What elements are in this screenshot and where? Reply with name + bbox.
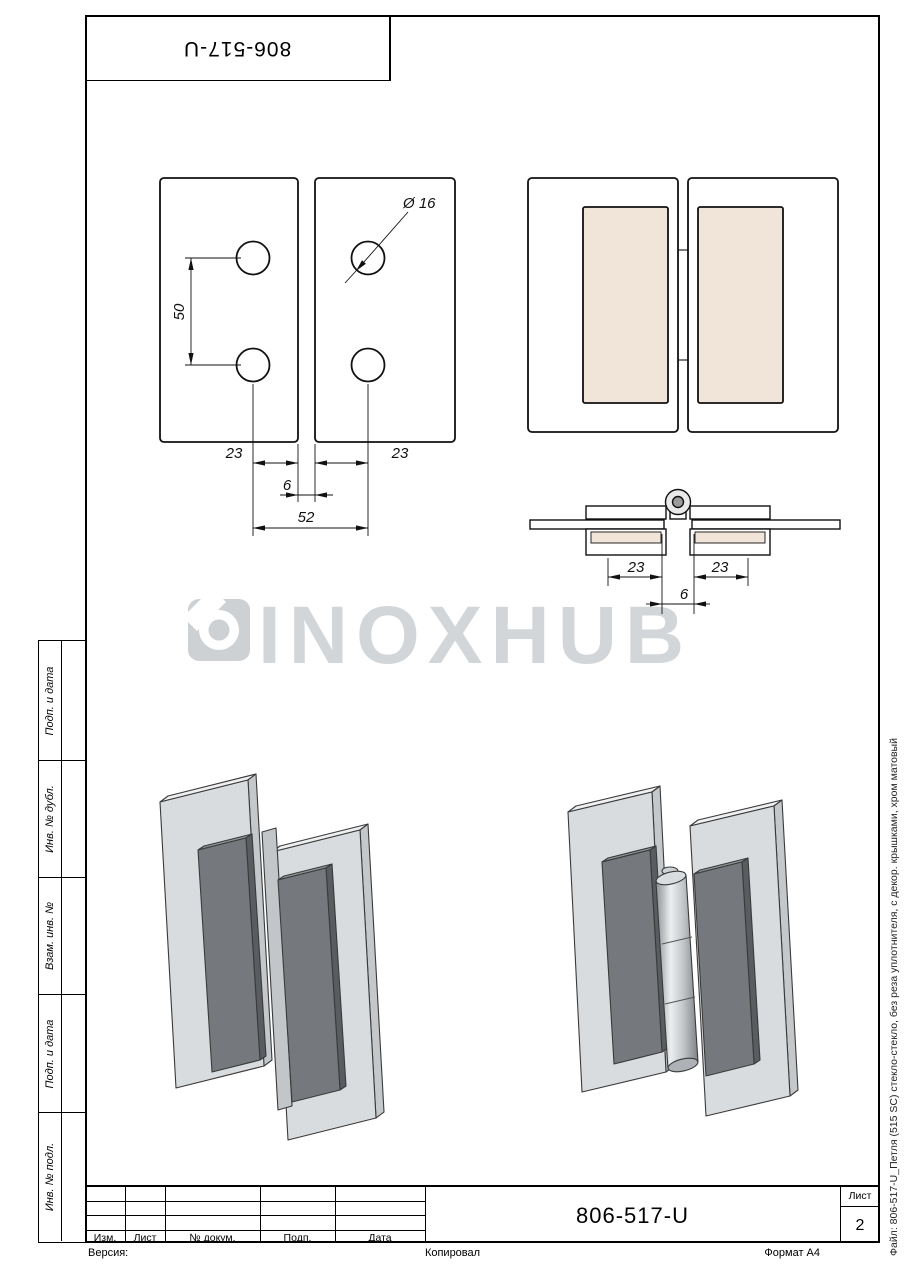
stamp-divider <box>61 878 62 994</box>
dim-diameter-label: Ø 16 <box>402 195 436 212</box>
dim-6-label: 6 <box>283 477 292 494</box>
title-block-gridline <box>85 1230 425 1231</box>
cover-view <box>527 177 839 433</box>
title-block: Изм. Лист № докум. Подп. Дата 806-517-U … <box>85 1185 880 1244</box>
top-part-number-box: 806-517-U <box>85 15 391 81</box>
iso-view-pin <box>567 785 799 1117</box>
watermark-text: INOXHUB <box>258 590 692 681</box>
stamp-podp-i-data-2: Подп. и дата <box>39 995 85 1113</box>
file-note: Файл: 806-517-U_Петля (515 SC) стекло-ст… <box>888 738 900 1256</box>
stamp-divider <box>61 641 62 760</box>
stamp-podp-i-data-1: Подп. и дата <box>39 641 85 761</box>
format-label: Формат A4 <box>764 1247 820 1259</box>
stamp-label: Подп. и дата <box>44 1019 56 1088</box>
stamp-vzam-inv: Взам. инв. № <box>39 878 85 995</box>
section-view-dimensions <box>607 534 749 614</box>
inoxhub-watermark: INOXHUB <box>183 588 692 681</box>
iso-view-open <box>159 773 385 1141</box>
dim-23-right-label: 23 <box>391 445 409 462</box>
sheet-label: Лист <box>848 1190 872 1202</box>
stamp-label: Взам. инв. № <box>44 901 56 971</box>
front-view <box>159 177 456 443</box>
title-block-gridline <box>840 1187 841 1243</box>
col-date-label: Дата <box>368 1232 392 1244</box>
stamp-divider <box>61 761 62 877</box>
front-view-dimensions <box>185 211 409 536</box>
inoxhub-logo-icon <box>183 588 250 661</box>
left-stamp-column: Подп. и дата Инв. № дубл. Взам. инв. № П… <box>38 640 86 1243</box>
drawing-frame <box>85 15 880 1243</box>
col-doc-label: № докум. <box>189 1232 236 1244</box>
title-block-part-number: 806-517-U <box>576 1203 689 1228</box>
title-block-gridline <box>85 1215 425 1216</box>
stamp-inv-dubl: Инв. № дубл. <box>39 761 85 878</box>
title-block-gridline <box>840 1206 880 1207</box>
sheet-number: 2 <box>855 1217 865 1234</box>
stamp-label: Инв. № подл. <box>44 1142 56 1212</box>
col-list-label: Лист <box>133 1232 157 1244</box>
dim-50-label: 50 <box>171 303 188 320</box>
dim-52-label: 52 <box>298 509 315 526</box>
stamp-inv-podl: Инв. № подл. <box>39 1113 85 1241</box>
dim-23-left-label: 23 <box>225 445 243 462</box>
stamp-label: Подп. и дата <box>44 666 56 735</box>
title-block-gridline <box>85 1201 425 1202</box>
copied-label: Копировал <box>424 1247 481 1259</box>
col-sign-label: Подп. <box>283 1232 312 1244</box>
section-view <box>529 488 841 556</box>
section-dim-6-label: 6 <box>680 586 689 603</box>
stamp-divider <box>61 995 62 1112</box>
version-label: Версия: <box>88 1247 129 1259</box>
col-izm-label: Изм. <box>93 1232 117 1244</box>
section-dim-23-left-label: 23 <box>627 559 645 576</box>
section-dim-23-right-label: 23 <box>711 559 729 576</box>
stamp-label: Инв. № дубл. <box>44 785 56 853</box>
title-block-gridline <box>425 1187 426 1243</box>
stamp-divider <box>61 1113 62 1241</box>
